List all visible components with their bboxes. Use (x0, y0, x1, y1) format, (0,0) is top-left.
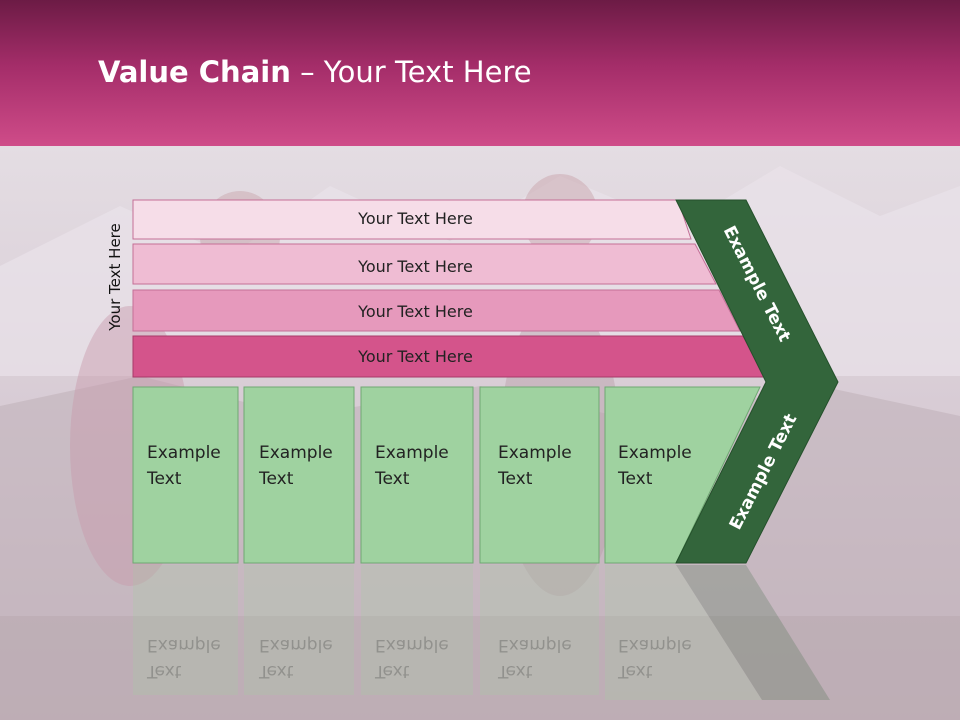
cell-2 (243, 386, 355, 564)
bar-label-1: Your Text Here (358, 209, 473, 228)
side-label: Your Text Here (106, 223, 124, 331)
cell-4 (479, 386, 600, 564)
bar-label-4: Your Text Here (358, 347, 473, 366)
bar-1 (132, 199, 692, 240)
cell-3 (360, 386, 474, 564)
slide-title: Value Chain – Your Text Here (98, 55, 532, 89)
bar-label-2: Your Text Here (358, 257, 473, 276)
arrow-chevron (675, 199, 839, 564)
bar-2 (132, 243, 717, 285)
title-bar (0, 0, 960, 146)
bar-3 (132, 289, 741, 332)
cell-1 (132, 386, 239, 564)
bar-label-3: Your Text Here (358, 302, 473, 321)
